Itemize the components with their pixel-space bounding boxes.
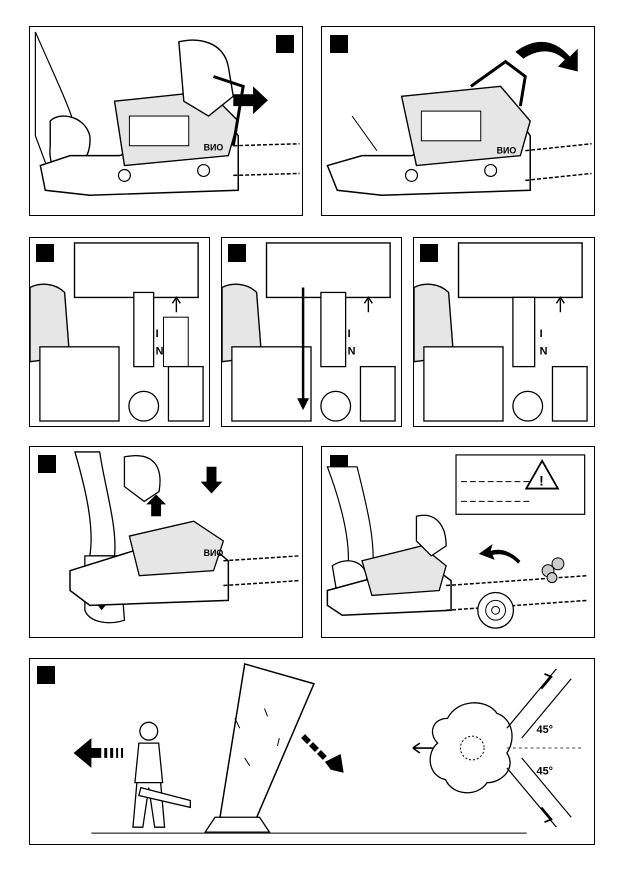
svg-text:ВИО: ВИО	[204, 548, 224, 558]
figure-1-panel: ВИО	[29, 26, 303, 216]
switch-label-off: N	[156, 346, 164, 358]
switch-label-off: N	[348, 346, 356, 358]
choke-illustration-5: I N	[414, 238, 594, 426]
choke-illustration-4: I N	[222, 238, 401, 426]
chainsaw-illustration-2: ВИО	[322, 27, 594, 215]
figure-4-panel: I N	[221, 237, 402, 427]
figure-7-panel: !	[321, 446, 595, 638]
cutting-illustration-7: !	[322, 447, 594, 637]
figure-3-panel: I N	[29, 237, 210, 427]
figure-8-panel: 45° 45°	[29, 658, 595, 845]
switch-label-off: N	[540, 346, 548, 358]
felling-illustration-8: 45° 45°	[30, 659, 594, 844]
svg-text:ВИО: ВИО	[204, 143, 224, 153]
svg-text:!: !	[539, 473, 544, 489]
chainsaw-illustration-1: ВИО	[30, 27, 302, 215]
figure-5-panel: I N	[413, 237, 595, 427]
starting-illustration-6: ВИО	[30, 447, 302, 637]
angle-label-bottom: 45°	[537, 766, 553, 778]
angle-label-top: 45°	[537, 724, 553, 736]
figure-6-panel: ВИО	[29, 446, 303, 638]
figure-2-panel: ВИО	[321, 26, 595, 216]
svg-text:ВИО: ВИО	[497, 146, 517, 156]
switch-label-on: I	[156, 328, 159, 340]
choke-illustration-3: I N	[30, 238, 209, 426]
switch-label-on: I	[540, 328, 543, 340]
switch-label-on: I	[348, 328, 351, 340]
